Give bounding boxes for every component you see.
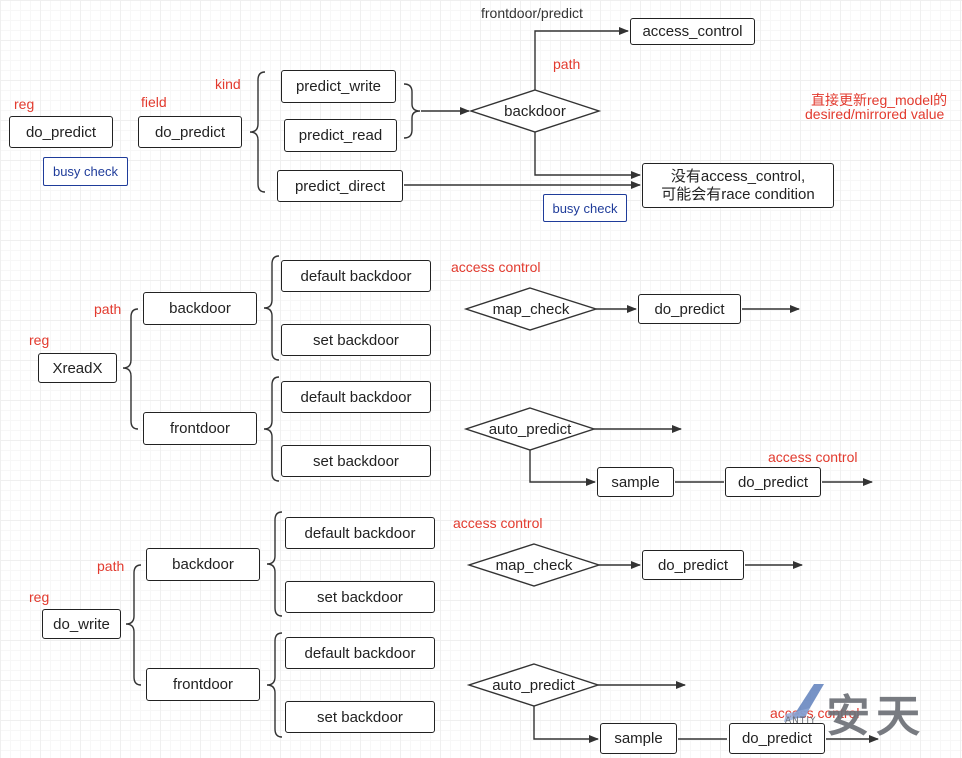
bot-sample-box[interactable]: sample xyxy=(600,723,677,754)
antiy-logo-icon xyxy=(784,684,824,722)
mid-map-check-label[interactable]: map_check xyxy=(492,300,570,318)
diamond-bot-map-check xyxy=(466,543,602,587)
access-control-box[interactable]: access_control xyxy=(630,18,755,45)
arrow-backdoor-to-note xyxy=(534,132,641,179)
bot-path-label: path xyxy=(97,558,125,574)
brace-bot-backdoor xyxy=(266,511,283,617)
mid-default-backdoor-1[interactable]: default backdoor xyxy=(281,260,431,292)
bot-default-backdoor-2[interactable]: default backdoor xyxy=(285,637,435,669)
bot-default-backdoor-1[interactable]: default backdoor xyxy=(285,517,435,549)
note-line-2: 可能会有race condition xyxy=(661,185,815,203)
watermark-sub: ANTIY xyxy=(785,716,817,726)
diamond-mid-map-check xyxy=(463,287,599,331)
brace-bot-path xyxy=(125,564,142,686)
mid-path-label: path xyxy=(94,301,122,317)
note-line-1: 没有access_control, xyxy=(670,167,806,185)
side-note-line-1: 直接更新reg_model的 xyxy=(811,92,948,108)
bot-set-backdoor-1[interactable]: set backdoor xyxy=(285,581,435,613)
predict-direct-box[interactable]: predict_direct xyxy=(277,170,403,202)
mid-reg-label: reg xyxy=(29,332,50,348)
watermark-text: 安天 xyxy=(826,691,926,742)
bot-set-backdoor-2[interactable]: set backdoor xyxy=(285,701,435,733)
bot-do-predict-box-1[interactable]: do_predict xyxy=(642,550,744,580)
field-do-predict-box[interactable]: do_predict xyxy=(138,116,242,148)
frontdoor-predict-label: frontdoor/predict xyxy=(481,5,583,21)
mid-auto-predict-label[interactable]: auto_predict xyxy=(488,420,572,438)
path-label: path xyxy=(553,56,581,72)
predict-read-box[interactable]: predict_read xyxy=(284,119,397,152)
bot-map-check-label[interactable]: map_check xyxy=(495,556,573,574)
diamond-mid-auto-predict xyxy=(463,407,597,451)
mid-access-control-label-2: access control xyxy=(768,449,858,465)
brace-mid-path xyxy=(122,308,139,430)
kind-label: kind xyxy=(215,76,241,92)
busy-check-badge-2: busy check xyxy=(543,194,627,222)
reg-do-predict-box[interactable]: do_predict xyxy=(9,116,113,148)
bot-frontdoor-box[interactable]: frontdoor xyxy=(146,668,260,701)
field-label: field xyxy=(141,94,167,110)
side-note-line-2: desired/mirrored value xyxy=(805,106,945,122)
reg-label: reg xyxy=(14,96,35,112)
mid-frontdoor-box[interactable]: frontdoor xyxy=(143,412,257,445)
diamond-top-backdoor xyxy=(468,89,602,133)
backdoor-diamond-label[interactable]: backdoor xyxy=(504,102,566,120)
mid-access-control-label-1: access control xyxy=(451,259,541,275)
bot-access-control-label-1: access control xyxy=(453,515,543,531)
do-write-box[interactable]: do_write xyxy=(42,609,121,639)
bot-do-predict-box-2[interactable]: do_predict xyxy=(729,723,825,754)
bot-auto-predict-label[interactable]: auto_predict xyxy=(492,676,575,694)
brace-bot-frontdoor xyxy=(266,632,283,738)
xreadx-box[interactable]: XreadX xyxy=(38,353,117,383)
arrow-to-access-control xyxy=(534,27,629,90)
predict-write-box[interactable]: predict_write xyxy=(281,70,396,103)
mid-sample-box[interactable]: sample xyxy=(597,467,674,497)
brace-kind xyxy=(249,71,266,193)
brace-predict xyxy=(403,83,421,139)
bot-reg-label: reg xyxy=(29,589,50,605)
mid-do-predict-box-1[interactable]: do_predict xyxy=(638,294,741,324)
busy-check-badge: busy check xyxy=(43,157,128,186)
bot-backdoor-box[interactable]: backdoor xyxy=(146,548,260,581)
mid-backdoor-box[interactable]: backdoor xyxy=(143,292,257,325)
race-condition-note-box: 没有access_control, 可能会有race condition xyxy=(642,163,834,208)
brace-mid-backdoor xyxy=(263,255,280,361)
brace-mid-frontdoor xyxy=(263,376,280,482)
mid-set-backdoor-2[interactable]: set backdoor xyxy=(281,445,431,477)
mid-default-backdoor-2[interactable]: default backdoor xyxy=(281,381,431,413)
mid-do-predict-box-2[interactable]: do_predict xyxy=(725,467,821,497)
mid-set-backdoor-1[interactable]: set backdoor xyxy=(281,324,431,356)
diamond-bot-auto-predict xyxy=(466,663,601,707)
